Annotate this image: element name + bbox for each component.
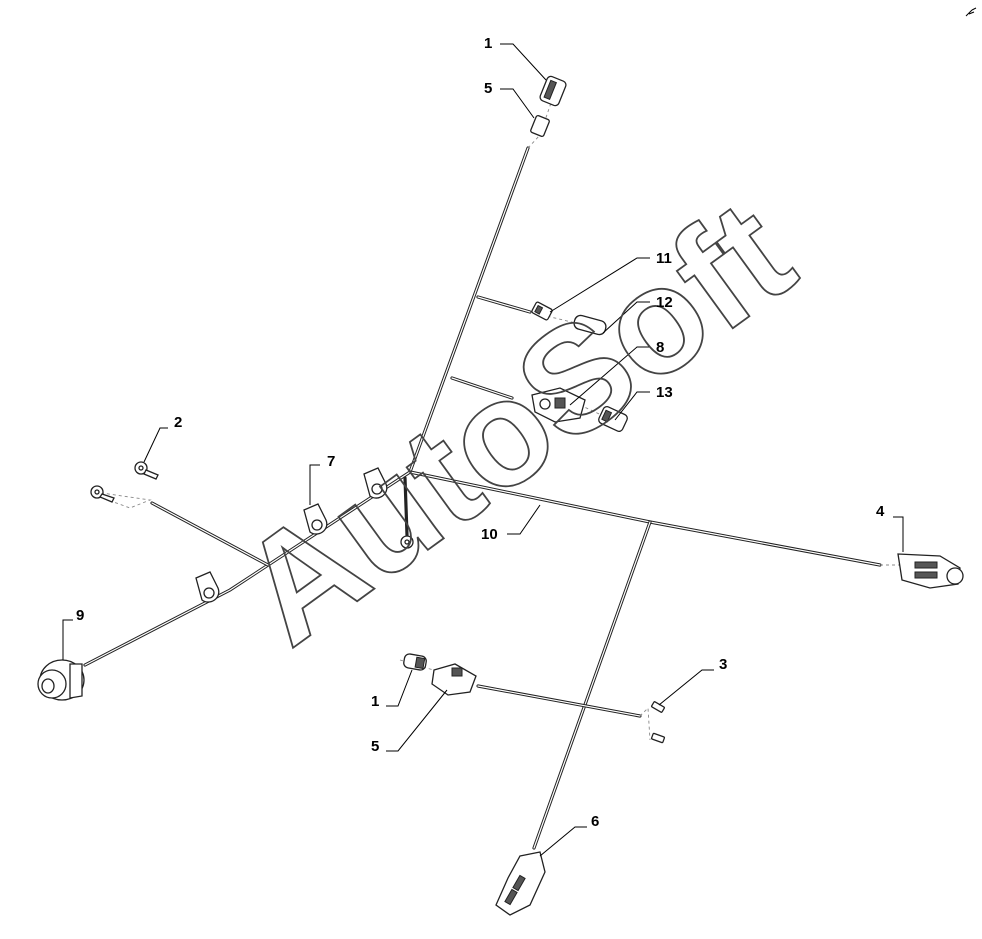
callout-13: 13 bbox=[656, 384, 673, 401]
grommet-9 bbox=[37, 659, 85, 701]
callout-6: 6 bbox=[591, 813, 599, 830]
eyelet-terminal bbox=[400, 535, 414, 549]
clip-7-a bbox=[303, 503, 328, 535]
callout-3: 3 bbox=[719, 656, 727, 673]
connector-11 bbox=[531, 301, 553, 321]
callout-1-top: 1 bbox=[484, 35, 492, 52]
watermark: AutoSoft bbox=[209, 167, 822, 677]
clip-7-b bbox=[363, 467, 388, 499]
callout-2: 2 bbox=[174, 414, 182, 431]
callout-1-bottom: 1 bbox=[371, 693, 379, 710]
connector-1-top bbox=[539, 75, 567, 107]
terminals-3 bbox=[650, 701, 666, 744]
callout-5-bottom: 5 bbox=[371, 738, 379, 755]
leader-lines bbox=[62, 43, 904, 857]
clip-7-c bbox=[195, 571, 220, 603]
harness-wires bbox=[83, 146, 882, 850]
ground-eyelet-2 bbox=[90, 461, 159, 503]
corner-mark bbox=[965, 7, 977, 17]
callout-8: 8 bbox=[656, 339, 664, 356]
connector-4 bbox=[897, 553, 964, 589]
callout-labels: 1 5 11 12 8 13 2 7 10 4 9 1 5 3 6 bbox=[76, 35, 885, 830]
callout-4: 4 bbox=[876, 503, 885, 520]
callout-10: 10 bbox=[481, 526, 498, 543]
callout-11: 11 bbox=[656, 250, 672, 267]
connector-5-bottom bbox=[431, 663, 477, 696]
callout-7: 7 bbox=[327, 453, 335, 470]
callout-9: 9 bbox=[76, 607, 84, 624]
connector-6 bbox=[495, 851, 546, 916]
connector-5-top bbox=[530, 114, 550, 138]
watermark-text: AutoSoft bbox=[210, 168, 821, 676]
connector-12 bbox=[573, 314, 607, 336]
connector-1-bottom bbox=[403, 653, 427, 671]
callout-5-top: 5 bbox=[484, 80, 492, 97]
callout-12: 12 bbox=[656, 294, 673, 311]
connector-8 bbox=[531, 387, 586, 423]
